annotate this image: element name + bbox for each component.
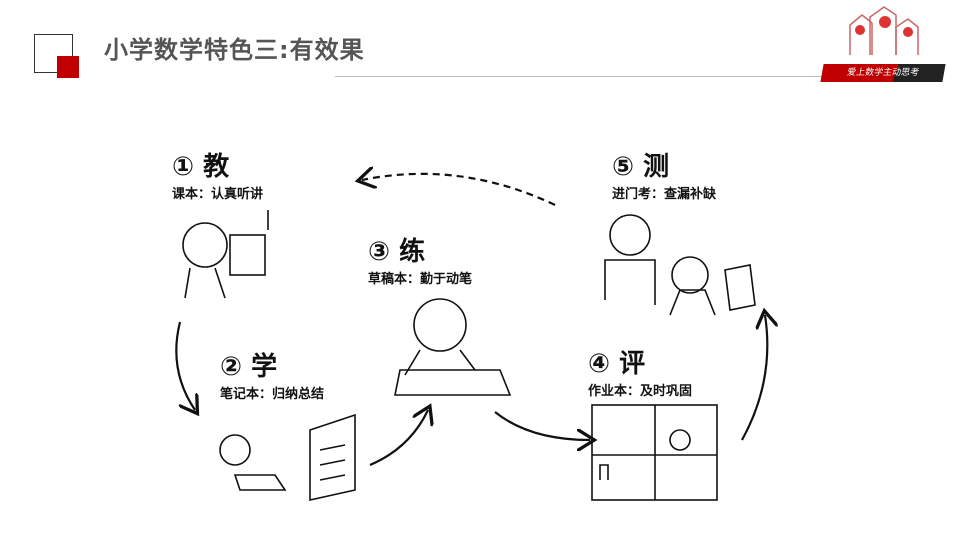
step-learn: ② 学 笔记本：归纳总结 xyxy=(220,346,324,402)
student-notes-sketch xyxy=(219,413,356,501)
step-learn-desc: 笔记本：归纳总结 xyxy=(220,387,325,402)
teacher-parent-sketch xyxy=(604,214,756,316)
decor-square-red xyxy=(57,56,79,78)
page-title: 小学数学特色三:有效果 xyxy=(104,36,365,64)
window-sketch xyxy=(591,404,718,501)
step-teach-title: ① 教 xyxy=(172,152,230,182)
step-practice: ③ 练 草稿本：勤于动笔 xyxy=(368,231,472,287)
decor-square-outline xyxy=(34,34,73,73)
arrow-4-to-5 xyxy=(741,315,767,441)
arrow-1-to-2 xyxy=(175,321,195,410)
step-learn-title: ② 学 xyxy=(220,352,278,382)
step-test: ⑤ 测 进门考：查漏补缺 xyxy=(612,146,716,202)
arrow-3-to-4 xyxy=(494,411,590,440)
step-evaluate-desc: 作业本：及时巩固 xyxy=(588,384,693,399)
step-practice-title: ③ 练 xyxy=(368,237,426,267)
step-teach: ① 教 课本：认真听讲 xyxy=(172,146,263,202)
student-reading-sketch xyxy=(182,210,269,299)
fists-logo xyxy=(849,6,919,55)
arrow-5-to-1 xyxy=(362,174,556,206)
step-evaluate-title: ④ 评 xyxy=(588,349,646,379)
step-practice-desc: 草稿本：勤于动笔 xyxy=(368,272,473,287)
step-test-desc: 进门考：查漏补缺 xyxy=(612,187,717,202)
step-teach-desc: 课本：认真听讲 xyxy=(172,187,264,202)
step-test-title: ⑤ 测 xyxy=(612,152,670,182)
step-evaluate: ④ 评 作业本：及时巩固 xyxy=(588,343,692,399)
slogan-banner: 爱上数学主动思考 xyxy=(820,64,946,82)
student-writing-sketch xyxy=(394,298,512,396)
arrow-2-to-3 xyxy=(369,410,428,467)
divider xyxy=(335,76,825,77)
